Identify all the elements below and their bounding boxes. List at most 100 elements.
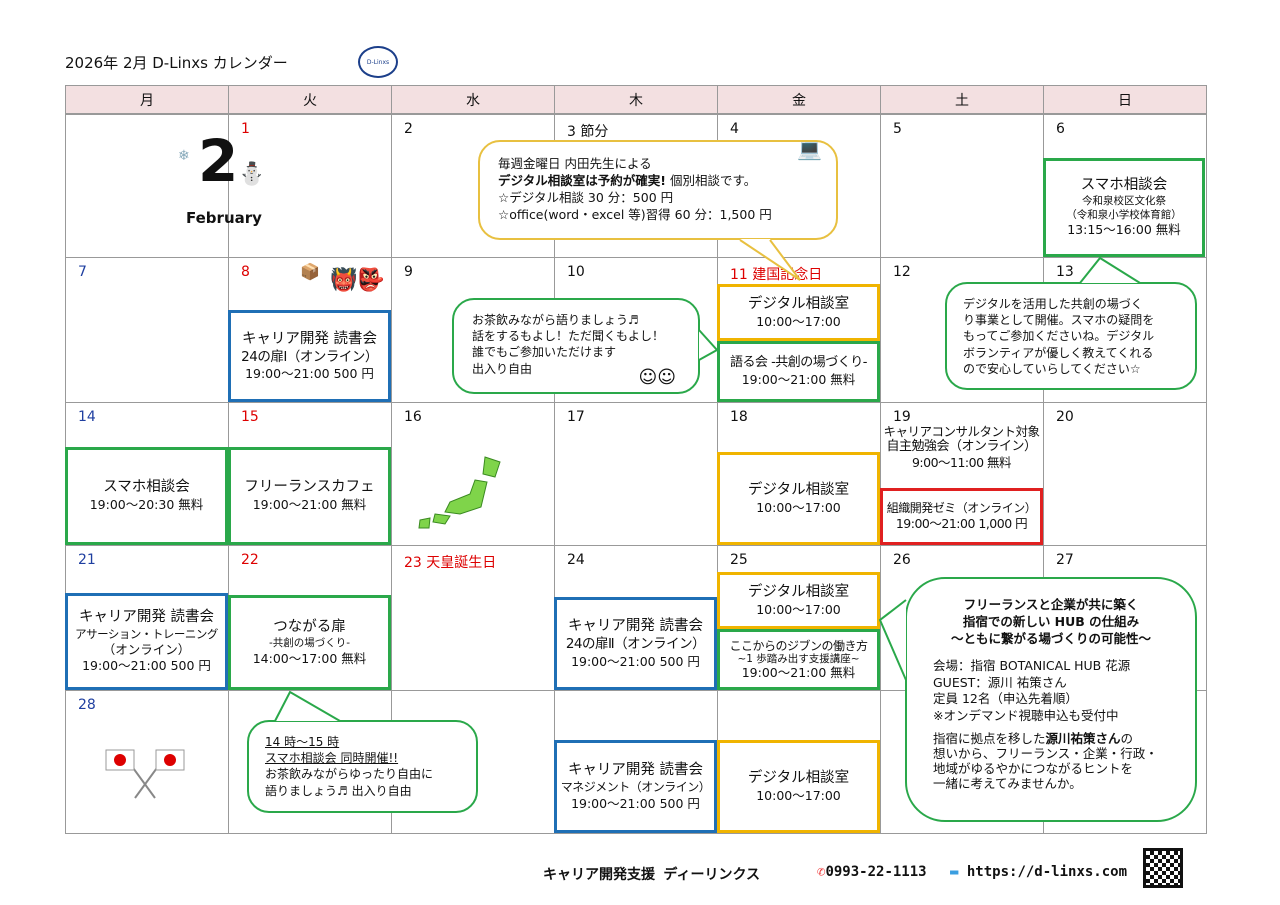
- event-time: 19:00〜21:00 無料: [741, 665, 856, 681]
- event-time: 19:00〜21:00 500 円: [571, 653, 700, 669]
- logo-text: D-Linxs: [366, 58, 390, 66]
- bubble-line-bold: デジタル相談室は予約が確実!: [498, 172, 666, 188]
- snowman-icon: ⛄: [238, 162, 266, 187]
- month-number: 2: [198, 127, 239, 195]
- event-org-seminar-sat14[interactable]: 組織開発ゼミ（オンライン）19:00〜21:00 1,000 円: [880, 488, 1043, 545]
- day-number: 17: [567, 409, 585, 425]
- weekday-header: 金: [717, 85, 881, 114]
- weekday-header: 日: [1043, 85, 1207, 114]
- hub-guest-name: 源川祐策さん: [1045, 731, 1121, 747]
- footer-url[interactable]: ▬ https://d-linxs.com: [950, 864, 1127, 880]
- bubble-line: 毎週金曜日 内田先生による: [498, 156, 652, 171]
- day-number: 10: [567, 264, 585, 280]
- event-kataru-fri6[interactable]: 語る会 -共創の場づくり-19:00〜21:00 無料: [717, 341, 880, 402]
- event-time: 9:00〜11:00 無料: [911, 454, 1012, 470]
- weekday-header: 火: [228, 85, 392, 114]
- event-sub: （令和泉小学校体育館）: [1066, 208, 1182, 221]
- event-sub: アサーション・トレーニング: [75, 627, 218, 642]
- event-title: デジタル相談室: [747, 481, 850, 498]
- hub-event-bubble: フリーランスと企業が共に築く指宿での新しい HUB の仕組み〜ともに繋がる場づく…: [905, 577, 1197, 822]
- hub-title-line: 指宿での新しい HUB の仕組み: [962, 613, 1140, 629]
- bubble-line: 語りましょう♬ 出入り自由: [265, 783, 412, 798]
- day-cell[interactable]: 28: [65, 690, 229, 834]
- day-number: 23 天皇誕生日: [404, 555, 497, 571]
- event-time: 19:00〜21:00 無料: [741, 371, 856, 387]
- feb24-bubble: 14 時〜15 時スマホ相談会 同時開催!!お茶飲みながらゆったり自由に語りまし…: [247, 720, 478, 813]
- page-title: 2026年 2月 D-Linxs カレンダー: [65, 54, 288, 72]
- day-cell[interactable]: 23 天皇誕生日: [391, 545, 555, 691]
- hub-info-line: GUEST：源川 祐策さん: [933, 674, 1067, 690]
- event-bookclub-thu26[interactable]: キャリア開発 読書会マネジメント（オンライン）19:00〜21:00 500 円: [554, 740, 717, 833]
- bean-box-icon: 📦: [300, 262, 320, 281]
- day-cell[interactable]: 17: [554, 402, 718, 546]
- day-number: 3 節分: [567, 124, 609, 140]
- hub-info-line: 定員 12名（申込先着順）: [933, 691, 1078, 707]
- day-number: 24: [567, 552, 585, 568]
- bubble-line: お茶飲みながら語りましょう♬: [472, 313, 639, 327]
- day-cell[interactable]: 20: [1043, 402, 1207, 546]
- event-time: 19:00〜21:00 500 円: [571, 795, 700, 811]
- day-number: 2: [404, 121, 413, 137]
- event-title: スマホ相談会: [1080, 177, 1168, 194]
- event-title: フリーランスカフェ: [244, 479, 375, 496]
- event-title: ここからのジブンの働き方: [729, 638, 868, 653]
- event-sub: 24の扉Ⅰ（オンライン）: [241, 348, 378, 365]
- event-sumaho-sun1[interactable]: スマホ相談会今和泉校区文化祭（令和泉小学校体育館）13:15〜16:00 無料: [1043, 158, 1205, 257]
- oni-icon: 👹👺: [330, 268, 385, 293]
- event-sub: （オンライン）: [102, 642, 191, 658]
- day-number: 14: [78, 409, 96, 425]
- digital-info-bubble: 毎週金曜日 内田先生による デジタル相談室は予約が確実! 個別相談です。 ☆デジ…: [478, 137, 838, 240]
- qr-code[interactable]: [1143, 848, 1183, 888]
- laptop-person-icon: 💻: [797, 137, 822, 161]
- event-sub: ~1 歩踏み出す支援講座~: [737, 652, 860, 665]
- day-number: 25: [730, 552, 748, 568]
- weekday-header: 木: [554, 85, 718, 114]
- snowflake-icon: ❄: [178, 148, 190, 164]
- bubble-line: り事業として開催。スマホの疑問を: [963, 313, 1155, 328]
- event-bookclub-mon16[interactable]: キャリア開発 読書会アサーション・トレーニング（オンライン）19:00〜21:0…: [65, 593, 228, 690]
- event-title: スマホ相談会: [103, 479, 190, 496]
- day-number: 16: [404, 409, 422, 425]
- event-time: 10:00〜17:00: [756, 313, 841, 329]
- day-number: 19: [893, 409, 911, 425]
- footer-phone[interactable]: ✆0993-22-1113: [817, 864, 927, 880]
- event-study-sat14[interactable]: キャリアコンサルタント対象自主勉強会（オンライン）9:00〜11:00 無料: [880, 424, 1043, 470]
- day-cell[interactable]: 7: [65, 257, 229, 403]
- day-cell[interactable]: 5: [880, 114, 1044, 258]
- hub-body-text: の: [1120, 731, 1134, 747]
- bubble-line: 話をするもよし！ただ聞くもよし！: [472, 329, 665, 344]
- day-number: 15: [241, 409, 259, 425]
- bubble-line: 誰でもご参加いただけます: [472, 345, 617, 360]
- bubble-line: デジタルを活用した共創の場づく: [963, 297, 1143, 311]
- hub-body-text: 指宿に拠点を移した: [933, 731, 1046, 747]
- day-number: 4: [730, 121, 739, 137]
- event-workstyle-fri20[interactable]: ここからのジブンの働き方~1 歩踏み出す支援講座~19:00〜21:00 無料: [717, 629, 880, 690]
- hub-title-line: 〜ともに繋がる場づくりの可能性〜: [950, 630, 1151, 646]
- flags-icon: [105, 749, 185, 799]
- event-sub: 自主勉強会（オンライン）: [886, 439, 1037, 454]
- day-number: 8: [241, 264, 250, 280]
- event-sub: 24の扉Ⅱ（オンライン）: [565, 636, 706, 653]
- day-cell[interactable]: 1: [228, 114, 392, 258]
- event-title: キャリア開発 読書会: [78, 609, 215, 626]
- bubble-line: ので安心していらしてください☆: [963, 361, 1141, 376]
- event-title: キャリアコンサルタント対象: [883, 424, 1040, 439]
- event-time: 19:00〜21:00 1,000 円: [895, 516, 1028, 532]
- logo: D-Linxs: [358, 46, 398, 78]
- phone-icon: ✆: [817, 864, 826, 880]
- event-title: デジタル相談室: [747, 295, 850, 312]
- day-number: 26: [893, 552, 911, 568]
- event-tsunagaru-tue17[interactable]: つながる扉-共創の場づくり-14:00〜17:00 無料: [228, 595, 391, 690]
- event-time: 10:00〜17:00: [756, 499, 841, 515]
- hub-title: フリーランスと企業が共に築く指宿での新しい HUB の仕組み〜ともに繋がる場づく…: [907, 597, 1195, 648]
- weekday-header: 土: [880, 85, 1044, 114]
- day-number: 6: [1056, 121, 1065, 137]
